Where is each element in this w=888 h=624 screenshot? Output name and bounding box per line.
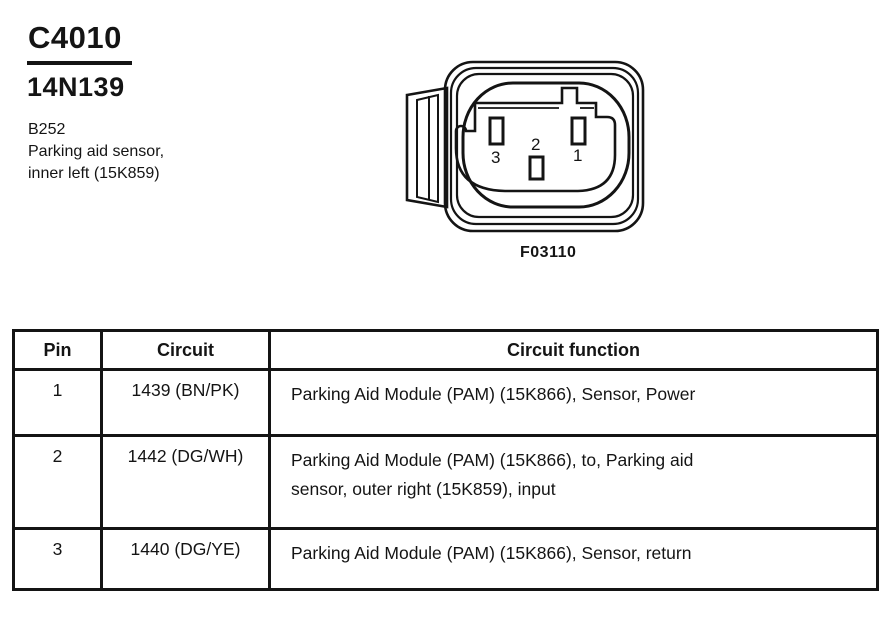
header-pin: Pin — [12, 329, 103, 371]
circuit-function-text: Parking Aid Module (PAM) (15K866), Senso… — [291, 384, 696, 404]
table-row: 1 1439 (BN/PK) Parking Aid Module (PAM) … — [12, 368, 879, 437]
circuit-function-cell: Parking Aid Module (PAM) (15K866), Senso… — [268, 527, 879, 591]
pin-cell: 1 — [12, 368, 103, 437]
circuit-cell: 1442 (DG/WH) — [100, 434, 271, 530]
pin-1-label: 1 — [573, 146, 582, 165]
header-circuit: Circuit — [100, 329, 271, 371]
pin-3-label: 3 — [491, 148, 500, 167]
circuit-cell: 1440 (DG/YE) — [100, 527, 271, 591]
pinout-table: Pin Circuit Circuit function 1 1439 (BN/… — [12, 329, 879, 591]
connector-id-title: C4010 — [27, 20, 132, 65]
circuit-function-cell: Parking Aid Module (PAM) (15K866), to, P… — [268, 434, 879, 530]
description-line-2: inner left (15K859) — [28, 165, 160, 182]
circuit-function-cell: Parking Aid Module (PAM) (15K866), Senso… — [268, 368, 879, 437]
pin-1-cavity — [570, 116, 587, 146]
connector-housing — [443, 60, 645, 233]
connector-description: B252 Parking aid sensor, inner left (15K… — [28, 119, 164, 185]
connector-cavity — [454, 86, 617, 193]
table-row: 2 1442 (DG/WH) Parking Aid Module (PAM) … — [12, 434, 879, 530]
figure-number: F03110 — [520, 244, 576, 261]
part-number: 14N139 — [27, 72, 125, 102]
connector-side-tab — [405, 86, 449, 209]
table-header-row: Pin Circuit Circuit function — [12, 329, 879, 371]
pin-3-cavity — [488, 116, 505, 146]
pin-cell: 3 — [12, 527, 103, 591]
pin-cell: 2 — [12, 434, 103, 530]
header-circuit-function: Circuit function — [268, 329, 879, 371]
description-line-1: Parking aid sensor, — [28, 143, 165, 160]
connector-diagram: 3 2 1 F03110 — [405, 60, 645, 261]
circuit-function-text: Parking Aid Module (PAM) (15K866), to, P… — [291, 450, 694, 499]
table-row: 3 1440 (DG/YE) Parking Aid Module (PAM) … — [12, 527, 879, 591]
pin-2-label: 2 — [531, 135, 540, 154]
circuit-cell: 1439 (BN/PK) — [100, 368, 271, 437]
pin-2-cavity — [528, 155, 545, 181]
circuit-function-text: Parking Aid Module (PAM) (15K866), Senso… — [291, 543, 692, 563]
location-code: B252 — [28, 121, 66, 138]
